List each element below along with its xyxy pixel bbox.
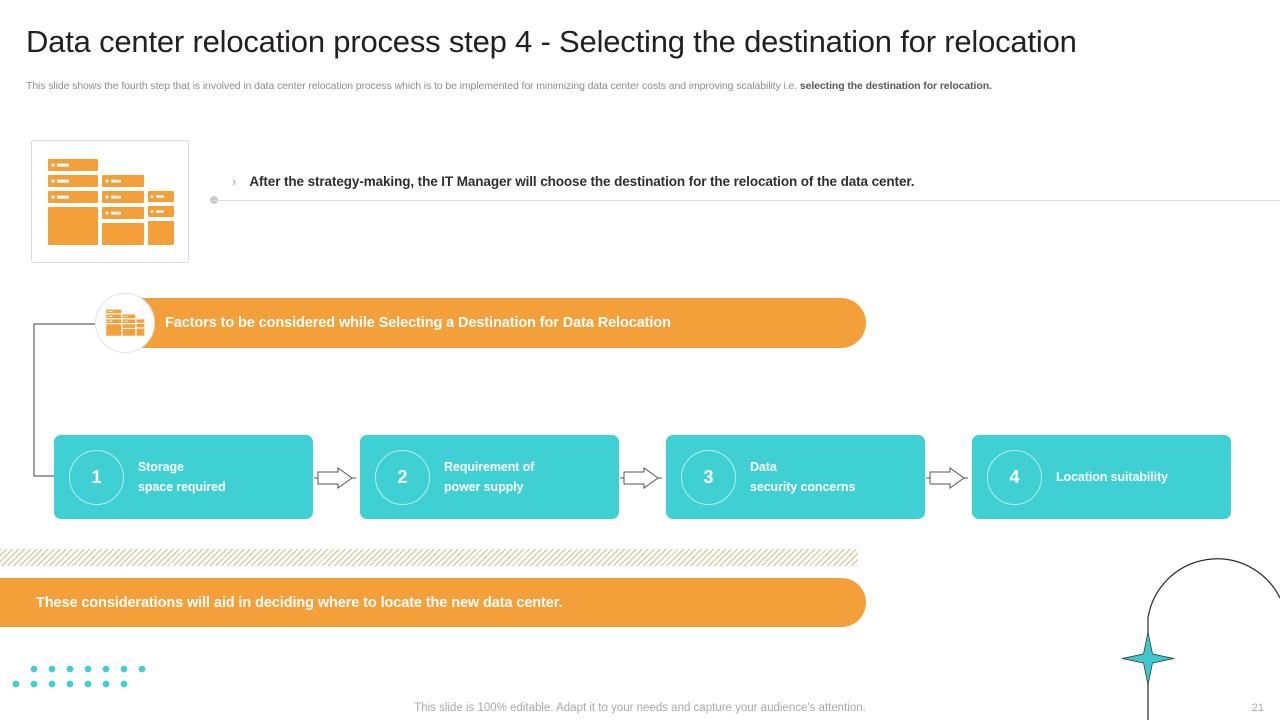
page-subtitle: This slide shows the fourth step that is… (26, 80, 1206, 92)
step-number-circle: 4 (987, 449, 1042, 505)
step-label-2: Requirement of power supply (444, 457, 534, 497)
closing-banner-text: These considerations will aid in decidin… (36, 594, 563, 611)
step-label-line1: Data (750, 460, 777, 474)
page-title: Data center relocation process step 4 - … (26, 24, 1077, 59)
step-number: 4 (1009, 466, 1020, 487)
page-number: 21 (1251, 702, 1264, 714)
closing-banner: These considerations will aid in decidin… (0, 578, 866, 627)
step-number: 2 (397, 466, 408, 487)
footer-note: This slide is 100% editable. Adapt it to… (414, 702, 866, 714)
steps-row: 1 Storage space required 2 Requirement o… (0, 435, 1280, 519)
teal-dot-grid (12, 665, 146, 688)
step-label-3: Data security concerns (750, 457, 855, 497)
step-box-2[interactable]: 2 Requirement of power supply (360, 435, 619, 519)
arrow-right-icon (314, 467, 356, 489)
step-label-line1: Storage (138, 460, 184, 474)
step-box-4[interactable]: 4 Location suitability (972, 435, 1231, 519)
horizontal-divider (212, 200, 1280, 201)
step-label-line1: Requirement of (444, 460, 535, 474)
step-number-circle: 2 (375, 449, 430, 505)
step-label-1: Storage space required (138, 457, 226, 497)
factors-banner-label: Factors to be considered while Selecting… (165, 315, 671, 331)
step-label-line2: space required (138, 480, 226, 494)
step-label-line1: Location suitability (1056, 470, 1168, 484)
corner-arc-decoration (1121, 558, 1280, 720)
step-label-line2: security concerns (750, 480, 856, 494)
intro-bullet-text: After the strategy-making, the IT Manage… (249, 174, 915, 189)
arrow-right-icon (620, 467, 662, 489)
hatched-decoration-strip (0, 549, 858, 566)
step-box-1[interactable]: 1 Storage space required (54, 435, 313, 519)
step-number: 3 (703, 466, 714, 487)
chevron-right-icon: › (232, 174, 237, 189)
intro-bullet-row: › After the strategy-making, the IT Mana… (232, 172, 1252, 191)
four-point-star-icon (1121, 631, 1175, 686)
server-rack-icon (106, 309, 145, 336)
factors-banner: Factors to be considered while Selecting… (110, 298, 866, 348)
factors-banner-icon-circle (95, 293, 155, 353)
step-number-circle: 3 (681, 449, 736, 505)
step-number-circle: 1 (69, 449, 124, 505)
step-number: 1 (91, 466, 102, 487)
step-box-3[interactable]: 3 Data security concerns (666, 435, 925, 519)
server-rack-icon (48, 159, 174, 245)
arrow-right-icon (926, 467, 968, 489)
step-label-4: Location suitability (1056, 467, 1168, 487)
subtitle-plain: This slide shows the fourth step that is… (26, 80, 800, 92)
step-label-line2: power supply (444, 480, 524, 494)
subtitle-emphasis: selecting the destination for relocation… (799, 80, 992, 92)
server-illustration-card (31, 140, 189, 263)
